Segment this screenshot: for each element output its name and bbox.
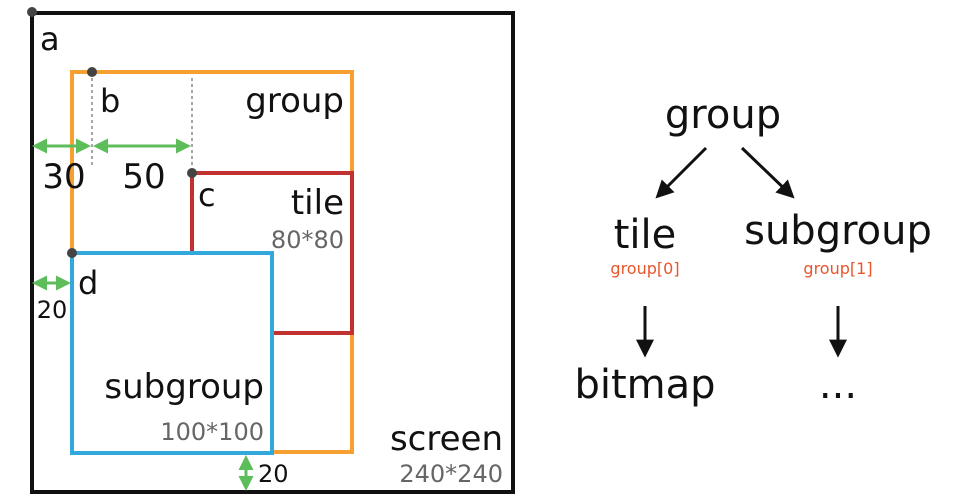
point-b-dot (87, 67, 97, 77)
measure-50-label: 50 (122, 157, 165, 197)
point-d-dot (67, 248, 77, 258)
point-a-dot (27, 7, 37, 17)
tile-size-label: 80*80 (271, 226, 344, 254)
point-d-label: d (78, 264, 98, 302)
tree-right-child-label: ... (819, 362, 857, 408)
subgroup-rect (70, 251, 274, 455)
screen-label: screen (390, 419, 503, 459)
subgroup-label: subgroup (104, 367, 264, 407)
measure-20-bottom-label: 20 (258, 460, 289, 488)
point-c-label: c (198, 176, 216, 214)
subgroup-size-label: 100*100 (160, 418, 264, 446)
tile-label: tile (291, 183, 344, 223)
tree-right-sub-label: group[1] (803, 259, 872, 278)
screen-rect (30, 11, 515, 494)
tree-right-label: subgroup (744, 208, 932, 254)
tree-left-label: tile (614, 212, 677, 258)
point-a-label: a (40, 20, 60, 58)
point-c-dot (187, 168, 197, 178)
tree-root-label: group (665, 92, 781, 138)
tree-left-sub-label: group[0] (610, 259, 679, 278)
point-b-label: b (100, 82, 120, 120)
screen-size-label: 240*240 (399, 460, 503, 488)
tree-left-child-label: bitmap (574, 362, 715, 408)
measure-20-left-label: 20 (37, 296, 68, 324)
group-label: group (245, 81, 344, 121)
tree-edge-root-left (655, 146, 708, 199)
measure-30-label: 30 (42, 157, 85, 197)
tree-edge-root-right (740, 146, 795, 199)
